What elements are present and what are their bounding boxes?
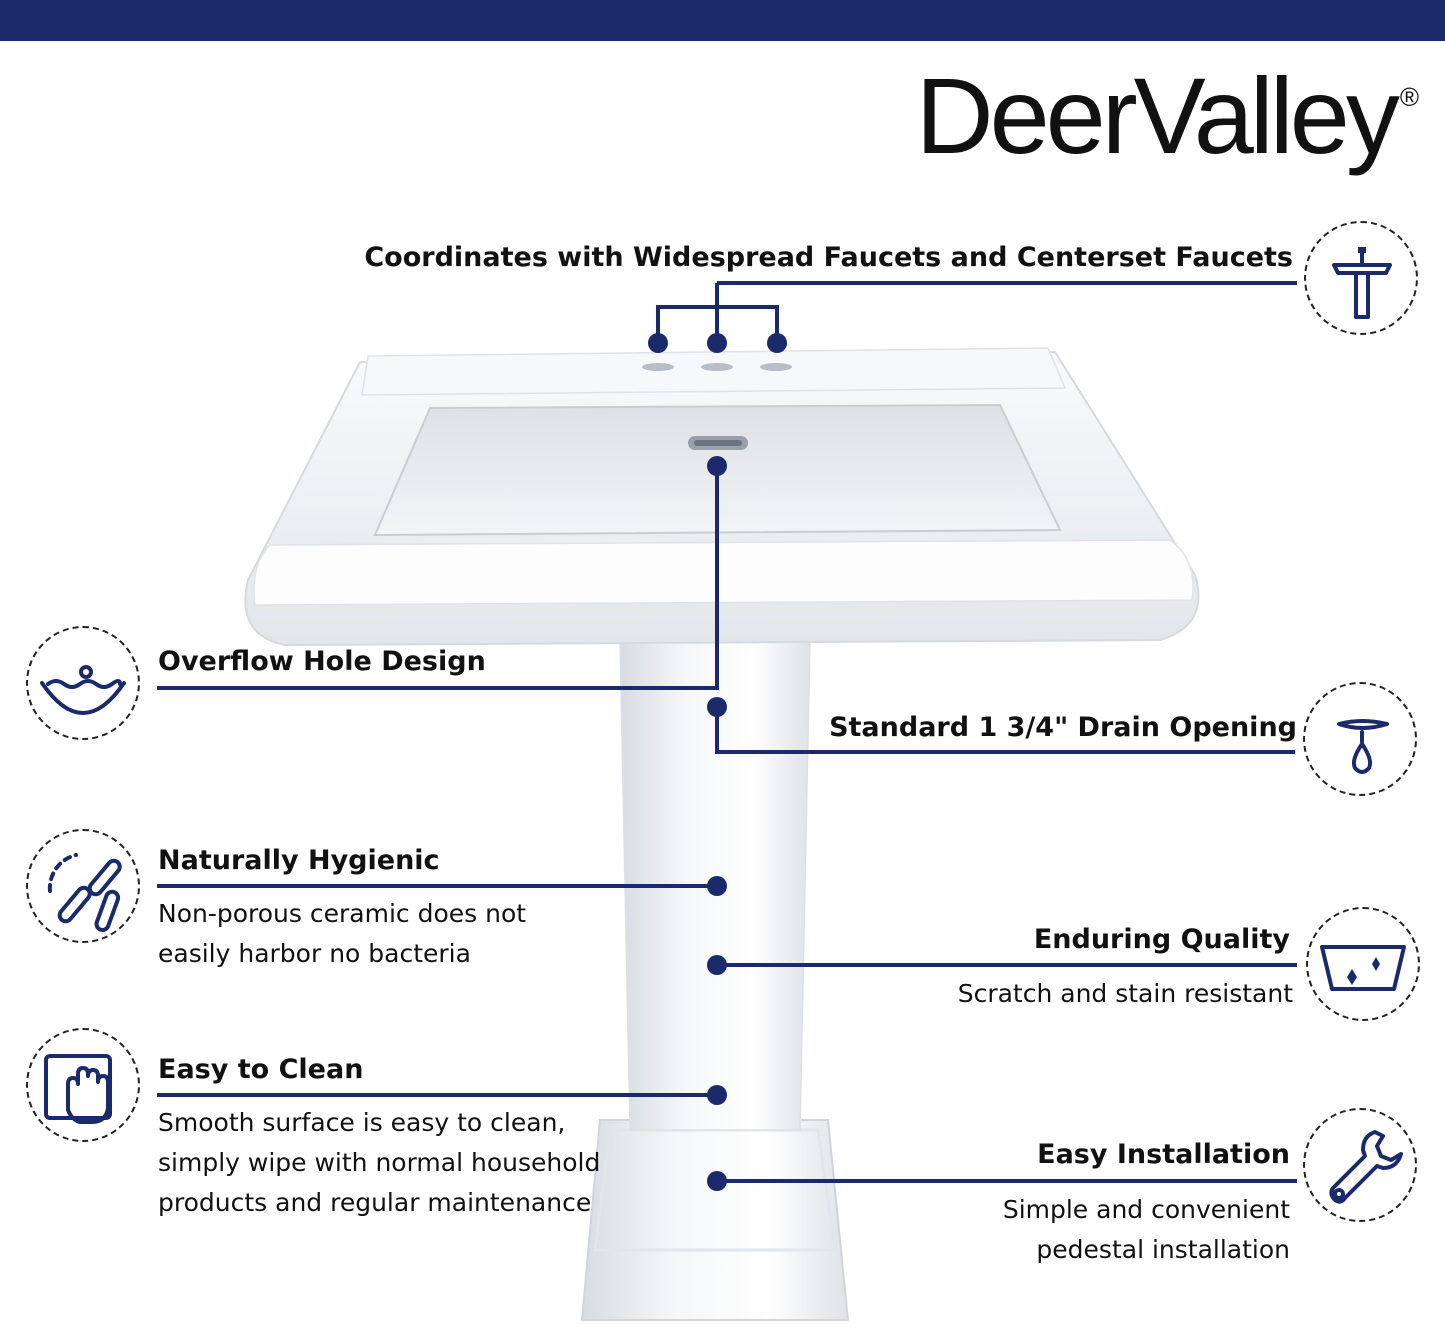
- install-dot: [707, 1171, 727, 1191]
- faucet-icon: [1304, 221, 1418, 335]
- feature-hygienic-desc-line1: Non-porous ceramic does not: [158, 899, 527, 928]
- feature-quality-title: Enduring Quality: [1033, 924, 1290, 955]
- feature-hygienic-title: Naturally Hygienic: [158, 845, 440, 876]
- feature-clean-desc: Smooth surface is easy to clean, simply …: [158, 1103, 600, 1223]
- feature-faucets-title: Coordinates with Widespread Faucets and …: [364, 242, 1293, 273]
- feature-hygienic-desc: Non-porous ceramic does not easily harbo…: [158, 894, 526, 974]
- wrench-icon: [1303, 1108, 1417, 1222]
- feature-install-desc-line1: Simple and convenient: [1002, 1195, 1290, 1224]
- feature-clean-desc-line3: products and regular maintenance: [158, 1188, 592, 1217]
- clean-dot: [707, 1085, 727, 1105]
- hygienic-dot: [707, 876, 727, 896]
- feature-install-desc-line2: pedestal installation: [1036, 1235, 1290, 1264]
- faucet-hole-dot-center: [707, 333, 727, 353]
- feature-quality-desc-line1: Scratch and stain resistant: [957, 979, 1293, 1008]
- bacteria-icon: [26, 829, 140, 943]
- feature-drain-title: Standard 1 3/4" Drain Opening: [829, 712, 1297, 743]
- feature-install-title: Easy Installation: [1037, 1139, 1290, 1170]
- registered-mark: ®: [1399, 82, 1419, 112]
- feature-quality-desc: Scratch and stain resistant: [958, 974, 1293, 1014]
- faucet-hole-dot-left: [648, 333, 668, 353]
- feature-clean-desc-line1: Smooth surface is easy to clean,: [158, 1108, 566, 1137]
- drain-dot: [707, 697, 727, 717]
- feature-hygienic-desc-line2: easily harbor no bacteria: [158, 939, 471, 968]
- overflow-dot: [707, 456, 727, 476]
- faucet-hole-dot-right: [767, 333, 787, 353]
- feature-clean-title: Easy to Clean: [158, 1054, 364, 1085]
- brand-name: DeerValley: [915, 55, 1400, 176]
- feature-clean-desc-line2: simply wipe with normal household: [158, 1148, 601, 1177]
- sparkle-bowl-icon: [1306, 907, 1420, 1021]
- brand-logo: DeerValley®: [916, 62, 1419, 170]
- hand-wipe-icon: [26, 1028, 140, 1142]
- feature-overflow-title: Overflow Hole Design: [158, 646, 486, 677]
- feature-install-desc: Simple and convenient pedestal installat…: [1003, 1190, 1290, 1270]
- basin-water-icon: [26, 626, 140, 740]
- drain-drop-icon: [1303, 682, 1417, 796]
- quality-dot: [707, 955, 727, 975]
- top-banner: [0, 0, 1445, 41]
